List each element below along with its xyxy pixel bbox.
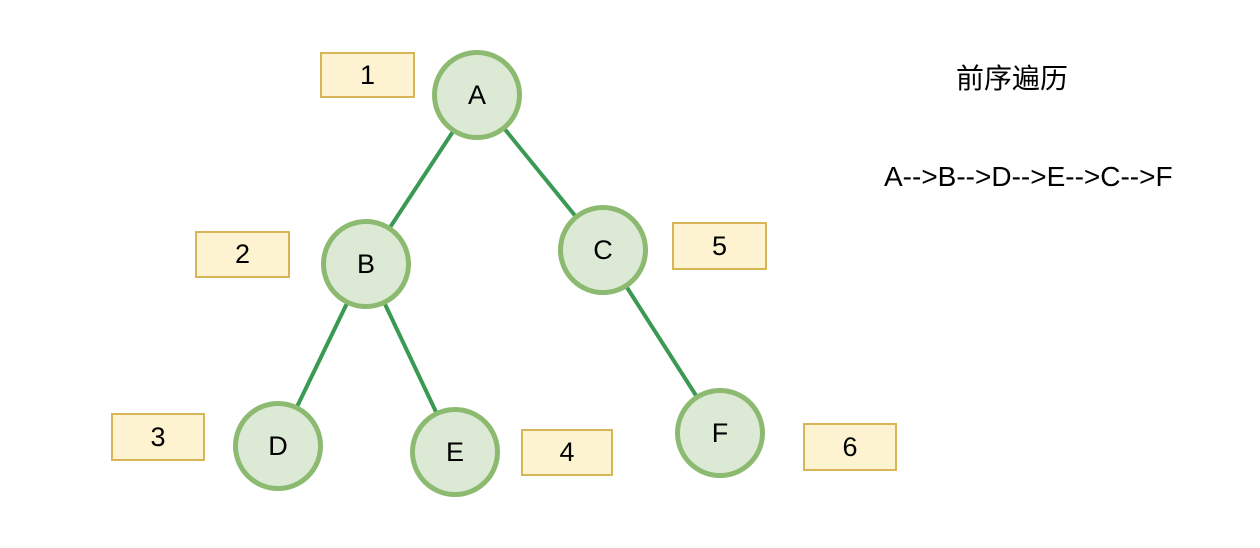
traversal-sequence: A-->B-->D-->E-->C-->F xyxy=(884,161,1173,192)
tree-node-A: A xyxy=(432,50,522,140)
order-label-6: 6 xyxy=(803,423,897,471)
tree-node-F: F xyxy=(675,388,765,478)
tree-node-D: D xyxy=(233,401,323,491)
traversal-title: 前序遍历 xyxy=(956,63,1069,94)
tree-node-C: C xyxy=(558,205,648,295)
order-label-1: 1 xyxy=(320,52,415,98)
order-label-5: 5 xyxy=(672,222,767,270)
tree-node-E: E xyxy=(410,407,500,497)
order-label-4: 4 xyxy=(521,429,613,476)
order-label-2: 2 xyxy=(195,231,290,278)
tree-node-B: B xyxy=(321,219,411,309)
order-label-3: 3 xyxy=(111,413,205,461)
